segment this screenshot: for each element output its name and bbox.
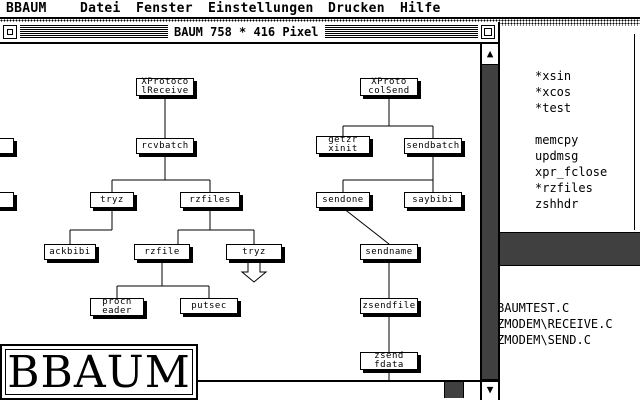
tree-canvas[interactable]: XProtoco lReceive XProto colSend rcvbatc…	[0, 46, 480, 380]
tree-node[interactable]: getzr xinit	[316, 136, 370, 154]
file-list: BAUMTEST.C ZMODEM\RECEIVE.C ZMODEM\SEND.…	[497, 300, 613, 348]
tree-node[interactable]: ackbibi	[44, 244, 96, 260]
window-title: BAUM 758 * 416 Pixel	[168, 25, 325, 39]
tree-node-partial[interactable]	[0, 138, 14, 154]
list-item[interactable]: *xsin	[535, 69, 572, 83]
window-separator	[480, 232, 640, 266]
tree-node[interactable]: zsend fdata	[360, 352, 418, 370]
tree-node[interactable]: XProto colSend	[360, 78, 418, 96]
tree-node[interactable]: sendbatch	[404, 138, 462, 154]
tree-node[interactable]: rzfiles	[180, 192, 240, 208]
vertical-scroll-track[interactable]	[482, 64, 498, 380]
menu-fenster[interactable]: Fenster	[136, 1, 193, 16]
list-item[interactable]: zshhdr	[535, 197, 579, 211]
tree-node[interactable]: zsendfile	[360, 298, 418, 314]
menu-datei[interactable]: Datei	[80, 1, 121, 16]
tree-node[interactable]: rzfile	[134, 244, 190, 260]
list-item[interactable]: memcpy	[535, 133, 579, 147]
title-bar[interactable]: BAUM 758 * 416 Pixel	[0, 22, 498, 44]
tree-node[interactable]: procn eader	[90, 298, 144, 316]
tree-node[interactable]: tryz	[90, 192, 134, 208]
list-item[interactable]: xpr_fclose	[535, 165, 608, 179]
tree-node[interactable]: rcvbatch	[136, 138, 194, 154]
scroll-up-icon[interactable]: ▲	[486, 47, 494, 60]
tree-connectors	[69, 94, 434, 380]
tree-node[interactable]: sendone	[316, 192, 370, 208]
menu-drucken[interactable]: Drucken	[328, 1, 385, 16]
list-item[interactable]: *test	[535, 101, 572, 115]
vertical-scrollbar[interactable]: ▲ ▼	[480, 44, 498, 400]
tree-node[interactable]: sendname	[360, 244, 418, 260]
horizontal-scroll-thumb[interactable]	[444, 382, 464, 398]
menu-einstellungen[interactable]: Einstellungen	[208, 1, 314, 16]
resize-handle-icon[interactable]	[480, 380, 498, 398]
list-item[interactable]: *rzfiles	[535, 181, 593, 195]
file-item[interactable]: BAUMTEST.C	[497, 301, 570, 315]
scroll-down-icon[interactable]: ▼	[486, 383, 494, 396]
tree-window: BAUM 758 * 416 Pixel	[0, 22, 500, 400]
close-box-icon[interactable]	[3, 25, 17, 39]
menu-bar: BBAUM Datei Fenster Einstellungen Drucke…	[0, 0, 640, 19]
full-box-icon[interactable]	[481, 25, 495, 39]
tree-node-partial[interactable]	[0, 192, 14, 208]
background-window[interactable]	[480, 26, 640, 400]
menu-hilfe[interactable]: Hilfe	[400, 1, 441, 16]
list-item	[535, 116, 607, 132]
menu-bbaum[interactable]: BBAUM	[6, 1, 47, 16]
list-item[interactable]: *xcos	[535, 85, 572, 99]
function-list: *xsin *xcos *test memcpy updmsg xpr_fclo…	[535, 68, 607, 212]
tree-node[interactable]: saybibi	[404, 192, 462, 208]
bbaum-logo: BBAUM	[0, 344, 198, 400]
background-scrollbar[interactable]	[634, 34, 640, 230]
file-item[interactable]: ZMODEM\SEND.C	[497, 333, 591, 347]
file-item[interactable]: ZMODEM\RECEIVE.C	[497, 317, 613, 331]
tree-node[interactable]: XProtoco lReceive	[136, 78, 194, 96]
tree-node[interactable]: putsec	[180, 298, 238, 314]
tree-node[interactable]: tryz	[226, 244, 282, 260]
logo-text: BBAUM	[5, 349, 193, 396]
list-item[interactable]: updmsg	[535, 149, 579, 163]
